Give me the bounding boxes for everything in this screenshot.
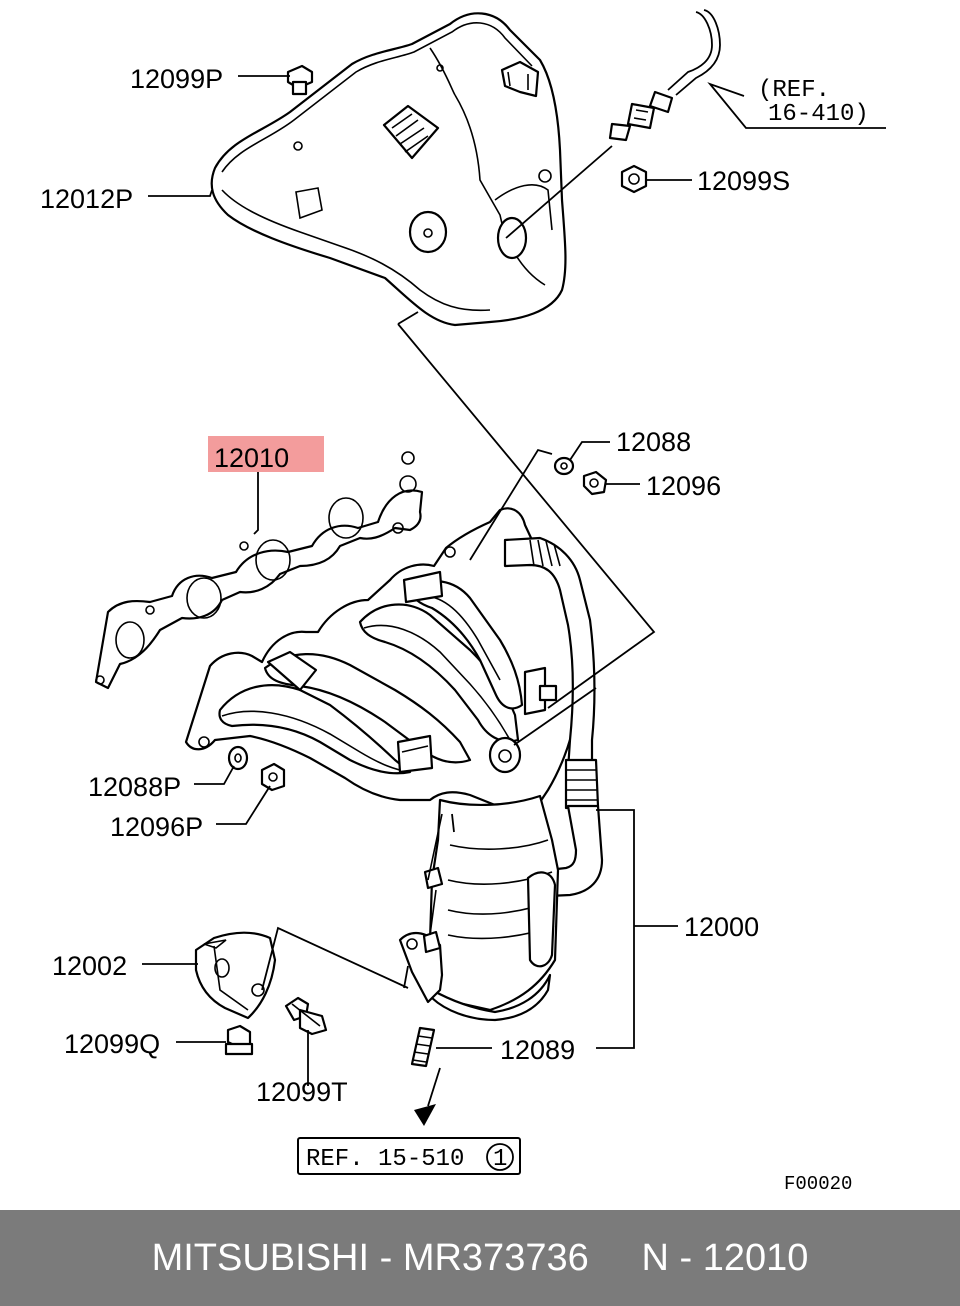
- label-12099s: 12099S: [697, 166, 790, 196]
- bolt-12099t-drawing: [284, 996, 328, 1036]
- highlight-12010: [208, 436, 324, 472]
- label-12089: 12089: [500, 1035, 575, 1065]
- label-12002: 12002: [52, 951, 127, 981]
- label-12000: 12000: [684, 912, 759, 942]
- label-ref-15-510: REF. 15-510: [306, 1146, 464, 1173]
- heat-shield-drawing: [210, 12, 567, 327]
- nut-12099s-drawing: [620, 164, 648, 194]
- bolt-12099p-drawing: [286, 64, 314, 96]
- label-12088p: 12088P: [88, 772, 181, 802]
- nut-12096p-drawing: [260, 762, 286, 792]
- bolt-12099q-drawing: [224, 1024, 254, 1056]
- exhaust-manifold-drawing: [184, 507, 604, 1022]
- nut-12088p-drawing: [227, 745, 249, 771]
- label-12012p: 12012P: [40, 184, 133, 214]
- label-12099p: 12099P: [130, 64, 223, 94]
- label-12096p: 12096P: [110, 812, 203, 842]
- ref-arrow-icon: [414, 1067, 441, 1126]
- gasket-drawing: [94, 451, 424, 690]
- label-12096: 12096: [646, 471, 721, 501]
- figure-code: F00020: [784, 1173, 852, 1195]
- leader-lines: [142, 75, 886, 1086]
- nut-12096-drawing: [582, 470, 608, 496]
- label-ref-16-410-line2: 16-410): [768, 101, 869, 128]
- label-ref-16-410-line1: (REF.: [758, 77, 830, 104]
- oxygen-sensor-drawing: [608, 9, 721, 142]
- exploded-view-drawing: 12099P 12012P 12099S (REF. 16-410) 12010…: [40, 9, 886, 1195]
- stud-12089-drawing: [410, 1026, 436, 1068]
- nut-12088-drawing: [553, 456, 575, 476]
- label-12088: 12088: [616, 427, 691, 457]
- label-ref-15-510-circle: 1: [493, 1146, 507, 1173]
- label-12010: 12010: [214, 443, 289, 473]
- label-12099t: 12099T: [256, 1077, 348, 1107]
- footer-bar: MITSUBISHI - MR373736 N - 12010: [0, 1210, 960, 1306]
- label-12099q: 12099Q: [64, 1029, 160, 1059]
- ref-15-510-box: REF. 15-510 1: [297, 1137, 521, 1175]
- footer-part-number: MITSUBISHI - MR373736 N - 12010: [151, 1236, 809, 1279]
- bracket-12002-drawing: [194, 931, 277, 1020]
- parts-diagram: 12099P 12012P 12099S (REF. 16-410) 12010…: [40, 9, 886, 1195]
